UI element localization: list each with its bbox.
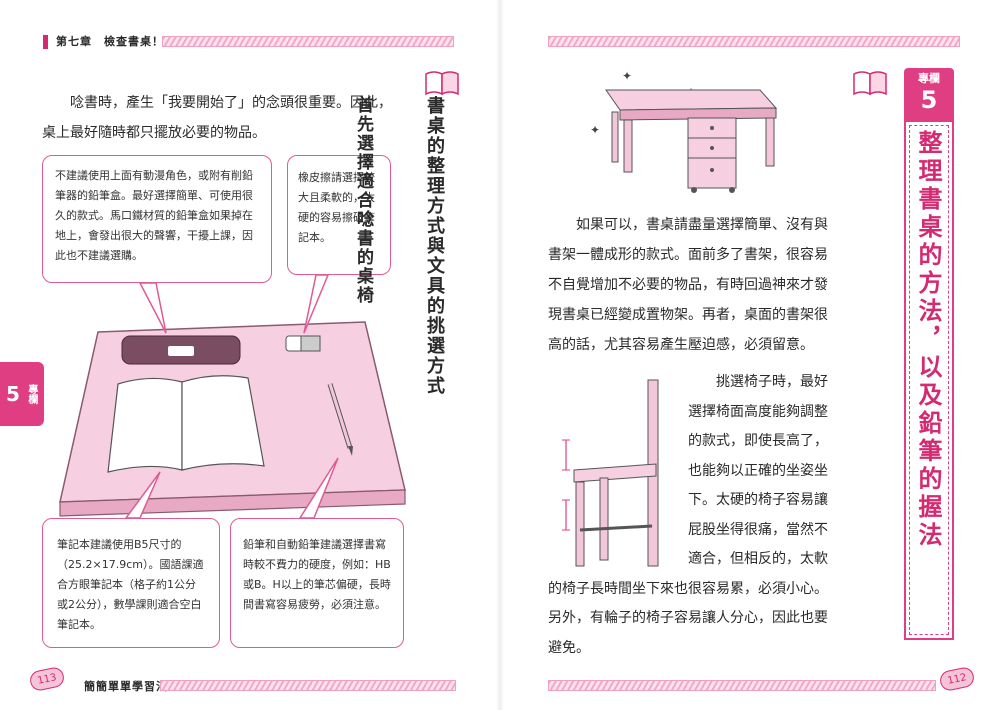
book-icon <box>425 71 459 96</box>
header-rule <box>162 36 454 47</box>
column-tab-label: 專欄 <box>918 72 940 85</box>
header-rule <box>548 36 960 47</box>
footer-rule <box>548 680 936 691</box>
column-side-tab: 5 專欄 <box>0 362 44 426</box>
chair-line: 避免。 <box>548 639 590 656</box>
column-title: 整理書桌的方法，以及鉛筆的握法 <box>914 130 942 550</box>
book-gutter <box>496 0 504 710</box>
chair-line: 另外，有輪子的椅子容易讓人分心，因此也要 <box>548 610 828 626</box>
footer-title: 簡簡單單學習法！ <box>84 680 180 693</box>
desk-paragraph: 如果可以，書桌請盡量選擇簡單、沒有與書架一體成形的款式。面前多了書架，很容易不自… <box>548 210 834 360</box>
chair-line: 選擇椅面高度能夠調整 <box>688 403 828 420</box>
svg-text:✦: ✦ <box>590 123 600 137</box>
callout-notebook: 筆記本建議使用B5尺寸的（25.2×17.9cm）。國語課適合方眼筆記本（格子約… <box>42 518 220 648</box>
side-tab-label: 專欄 <box>25 384 37 404</box>
desk-mat-illustration <box>59 274 406 519</box>
chair-line: 下。太硬的椅子容易讓 <box>688 492 828 508</box>
left-page: 第七章 檢查書桌！ 唸書時，產生「我要開始了」的念頭很重要。因此，桌上最好隨時都… <box>0 35 459 693</box>
chapter-header-title: 第七章 檢查書桌！ <box>56 35 164 48</box>
side-tab-number: 5 <box>6 382 20 406</box>
section-title-right: 首先選擇適合唸書的桌椅 <box>353 96 373 305</box>
header-marker <box>43 35 48 49</box>
chair-line: 適合，但相反的，太軟 <box>688 551 828 567</box>
column-tab-number: 5 <box>920 86 938 114</box>
chair-line: 屁股坐得很痛，當然不 <box>688 521 828 538</box>
desk-paragraph-text: 如果可以，書桌請盡量選擇簡單、沒有與書架一體成形的款式。面前多了書架，很容易不自… <box>548 217 828 353</box>
callout-pencil-case: 不建議使用上面有動漫角色，或附有削鉛筆器的鉛筆盒。最好選擇簡單、可使用很久的款式… <box>42 155 272 283</box>
footer-rule <box>160 680 456 691</box>
chair-line: 的椅子長時間坐下來也很容易累，必須小心。 <box>548 580 828 597</box>
chair-paragraph: 挑選椅子時，最好 選擇椅面高度能夠調整 的款式，即使長高了， 也能夠以正確的坐姿… <box>548 368 848 663</box>
callout-eraser: 橡皮擦請選擇較大且柔軟的，太硬的容易擦破筆記本。 <box>287 155 391 275</box>
right-page <box>500 0 1000 710</box>
column-title-frame <box>904 120 954 640</box>
intro-paragraph: 唸書時，產生「我要開始了」的念頭很重要。因此，桌上最好隨時都只擺放必要的物品。 <box>42 88 402 148</box>
column-tab: 專欄 5 <box>904 68 954 120</box>
chair-line: 的款式，即使長高了， <box>688 433 828 449</box>
intro-text: 唸書時，產生「我要開始了」的念頭很重要。因此，桌上最好隨時都只擺放必要的物品。 <box>42 95 392 141</box>
callout-pencil: 鉛筆和自動鉛筆建議選擇書寫時較不費力的硬度，例如：HB或B。H以上的筆芯偏硬，長… <box>230 518 404 648</box>
chair-line: 挑選椅子時，最好 <box>716 374 828 390</box>
book-icon <box>853 71 887 96</box>
chair-line: 也能夠以正確的坐姿坐 <box>688 462 828 479</box>
svg-text:✦: ✦ <box>622 69 632 83</box>
section-title-left: 書桌的整理方式與文具的挑選方式 <box>424 96 445 396</box>
